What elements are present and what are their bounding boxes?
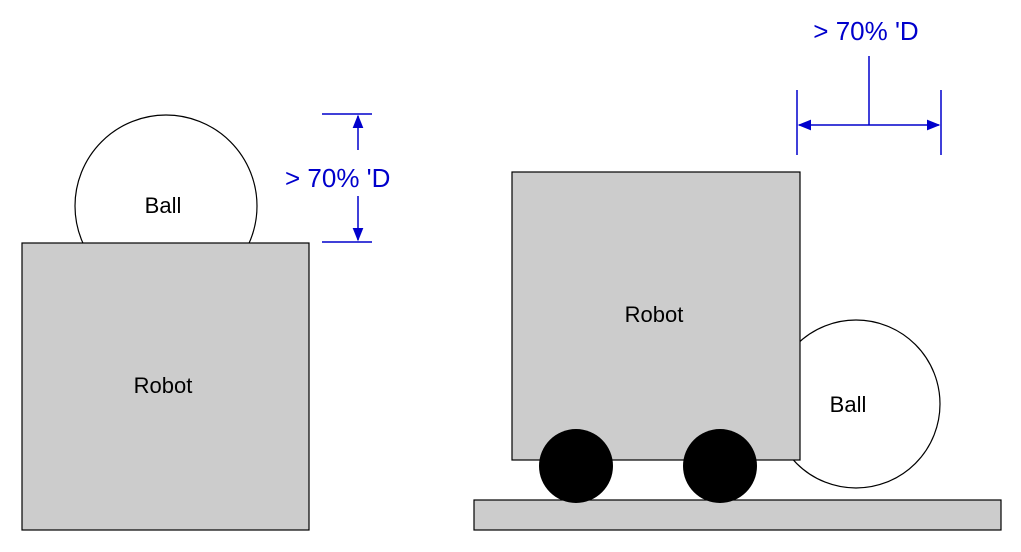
left-dimension: > 70% 'D — [285, 113, 390, 243]
left-view: Ball Robot > 70% 'D — [21, 113, 390, 531]
right-wheel-front — [539, 429, 613, 503]
right-dimension: > 70% 'D — [796, 16, 942, 155]
right-wheel-rear — [683, 429, 757, 503]
left-robot-body — [21, 242, 310, 531]
left-dimension-label: > 70% 'D — [285, 163, 390, 193]
left-ball-label: Ball — [145, 193, 182, 218]
right-dimension-label: > 70% 'D — [813, 16, 918, 46]
left-robot-label: Robot — [134, 373, 193, 398]
right-ball-label: Ball — [830, 392, 867, 417]
right-view: Robot Ball > 70% 'D — [473, 16, 1002, 531]
right-ground — [473, 499, 1002, 531]
right-robot-label: Robot — [625, 302, 684, 327]
right-robot-body — [511, 171, 801, 461]
